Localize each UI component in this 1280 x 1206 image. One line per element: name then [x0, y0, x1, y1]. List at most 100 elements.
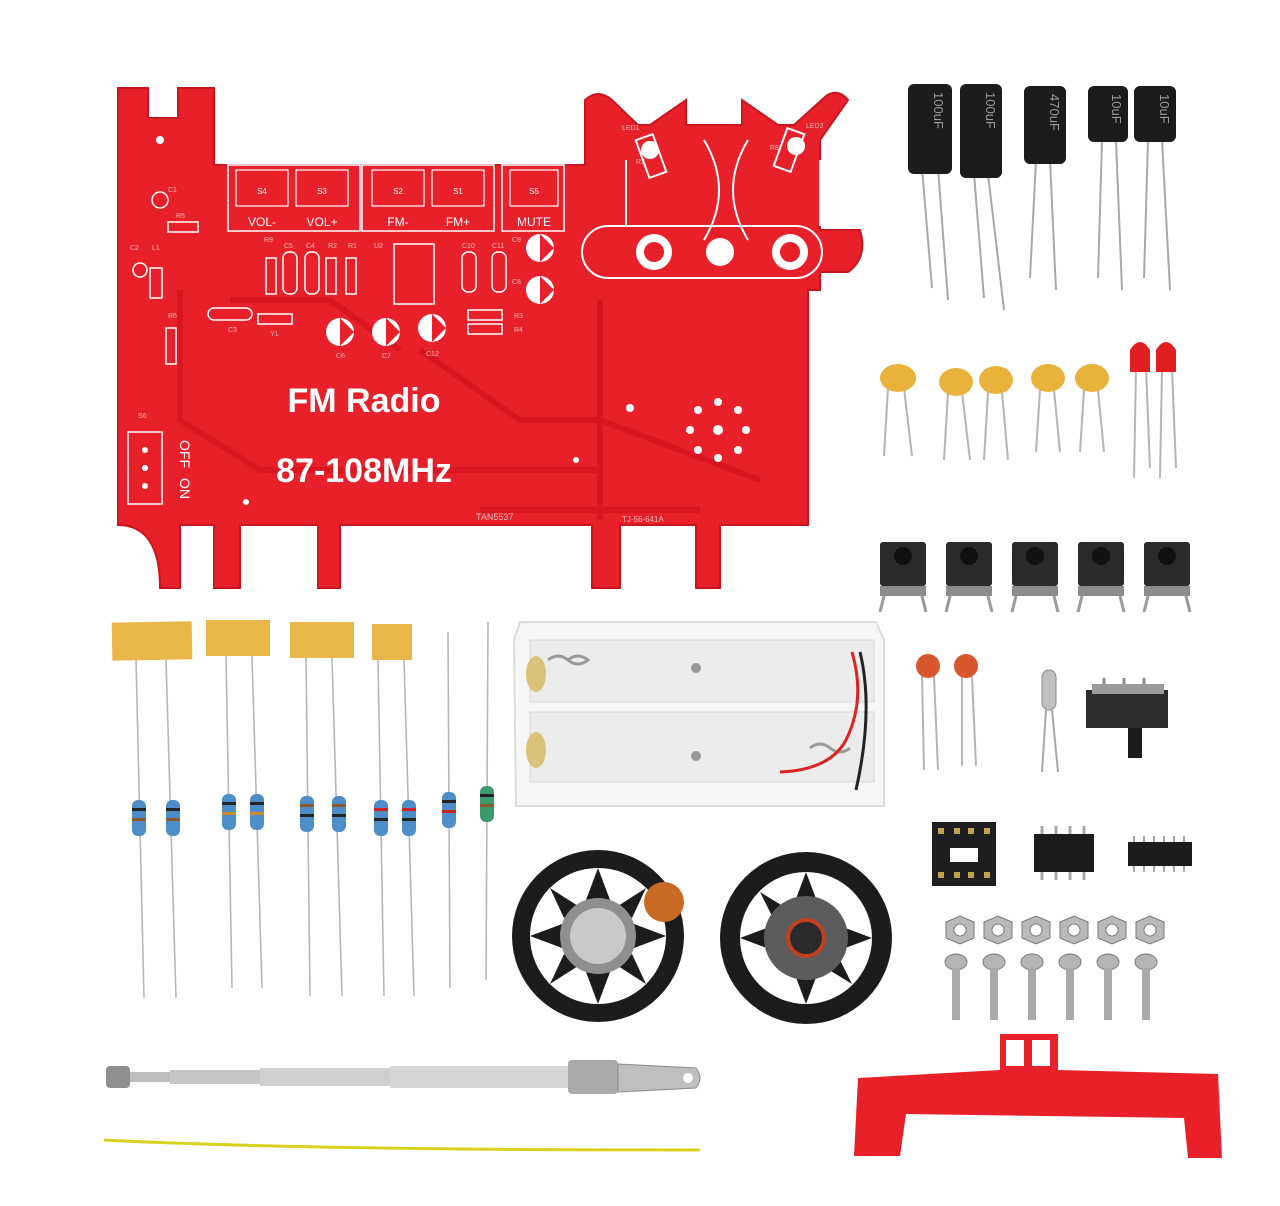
antenna-icon [106, 1060, 701, 1094]
tactile-button-icon [1076, 542, 1126, 613]
ceramic-capacitor-icon [916, 654, 940, 771]
resistor-icon [250, 794, 264, 830]
electrolytic-capacitors: 100uF 100uF 470uF 10uF 10uF [908, 84, 1176, 311]
svg-text:C6: C6 [336, 353, 345, 360]
ceramic-capacitor-icon [979, 366, 1013, 461]
speaker-icon [512, 850, 684, 1022]
power-on-label: ON [177, 478, 193, 499]
resistor-icon [166, 800, 180, 836]
pcb-frequency: 87-108MHz [276, 452, 452, 490]
wire-icon [103, 1138, 701, 1152]
svg-text:R3: R3 [514, 313, 523, 320]
nut-icon [1097, 915, 1127, 945]
svg-text:C2: C2 [130, 245, 139, 252]
resistor-icon [332, 796, 346, 832]
svg-text:10uF: 10uF [1157, 94, 1172, 124]
electrolytic-capacitor-icon: 470uF [1024, 86, 1066, 291]
part-refs: C1 C2 L1 R5 R6 C3 Y1 R9 C5 C4 R2 R1 U2 C… [130, 123, 824, 360]
tactile-button-icon [944, 542, 994, 613]
switch-ref-s1: S1 [453, 187, 463, 196]
ceramic-capacitor-icon [880, 364, 916, 457]
svg-text:R8: R8 [770, 145, 779, 152]
switch-label-fm-plus: FM+ [446, 215, 470, 229]
svg-text:L1: L1 [152, 245, 160, 252]
tactile-buttons [878, 542, 1192, 613]
component-silkscreen [127, 191, 507, 505]
switch-ref-s2: S2 [393, 187, 403, 196]
svg-text:U2: U2 [374, 243, 383, 250]
svg-text:470uF: 470uF [1047, 94, 1062, 131]
svg-text:100uF: 100uF [983, 92, 998, 129]
switch-ref-s4: S4 [257, 187, 267, 196]
ic-chip-icon [1034, 826, 1094, 880]
screw-icon [1096, 953, 1120, 1020]
svg-text:R5: R5 [176, 213, 185, 220]
screw-icon [1134, 953, 1158, 1020]
electrolytic-capacitor-icon: 100uF [960, 84, 1005, 311]
ic-chip-icon [1128, 836, 1192, 872]
switch-label-mute: MUTE [517, 215, 551, 229]
nut-icon [945, 915, 975, 945]
ceramic-capacitor-icon [1031, 364, 1065, 453]
screw-icon [1020, 953, 1044, 1020]
svg-text:100uF: 100uF [931, 92, 946, 129]
resistor-icon [402, 800, 416, 836]
electrolytic-capacitor-icon: 10uF [1134, 86, 1176, 291]
svg-text:10uF: 10uF [1109, 94, 1124, 124]
ceramic-capacitor-icon [1075, 364, 1109, 453]
resistor-icon [442, 792, 456, 828]
electrolytic-capacitor-icon: 100uF [908, 84, 952, 301]
svg-text:R2: R2 [328, 243, 337, 250]
electrolytic-capacitor-icon: 10uF [1088, 86, 1128, 291]
switch-label-vol-plus: VOL+ [306, 215, 337, 229]
resistor-icon [132, 800, 146, 836]
svg-text:R4: R4 [514, 327, 523, 334]
switch-ref-s5: S5 [529, 187, 539, 196]
resistor-icon [480, 786, 494, 822]
switch-ref-s3: S3 [317, 187, 327, 196]
nut-icon [1135, 915, 1165, 945]
led-icon [1156, 342, 1177, 479]
screw-icon [982, 953, 1006, 1020]
antenna-area [581, 126, 823, 279]
resistor-tapes [111, 620, 412, 661]
svg-text:C3: C3 [228, 327, 237, 334]
stand-icon [854, 1034, 1222, 1158]
svg-text:C7: C7 [382, 353, 391, 360]
ceramic-capacitor-icon [939, 368, 973, 461]
svg-text:R6: R6 [168, 313, 177, 320]
svg-text:C5: C5 [284, 243, 293, 250]
led-icon [1130, 342, 1151, 479]
nut-icon [983, 915, 1013, 945]
resistors [111, 620, 494, 999]
svg-text:LED1: LED1 [622, 125, 640, 132]
resistor-icon [374, 800, 388, 836]
tactile-button-icon [1142, 542, 1192, 613]
ceramic-capacitors [880, 364, 1109, 461]
ceramic-capacitor-icon [954, 654, 978, 767]
pcb-board-icon: VOL- VOL+ FM- FM+ MUTE S4 S3 S2 S1 S5 [117, 87, 864, 589]
svg-text:C9: C9 [512, 237, 521, 244]
power-off-label: OFF [177, 440, 193, 468]
disc-capacitors [916, 654, 978, 771]
svg-text:R7: R7 [636, 159, 645, 166]
svg-text:C10: C10 [462, 243, 475, 250]
pcb-chip-ref: TAN5537 [476, 512, 513, 522]
speaker-icon [720, 852, 892, 1024]
leds [1130, 342, 1177, 479]
battery-holder-icon [512, 621, 885, 807]
tactile-button-icon [878, 542, 928, 613]
svg-text:C12: C12 [426, 351, 439, 358]
power-switch-pins [142, 447, 148, 489]
svg-text:R1: R1 [348, 243, 357, 250]
svg-text:LED2: LED2 [806, 123, 824, 130]
resistor-icon [222, 794, 236, 830]
switch-label-vol-minus: VOL- [248, 215, 276, 229]
slide-switch-icon [1086, 678, 1168, 758]
power-switch-ref: S6 [138, 413, 147, 420]
nut-icon [1059, 915, 1089, 945]
nut-icon [1021, 915, 1051, 945]
speaker-hole-pattern [156, 136, 750, 505]
resistor-icon [300, 796, 314, 832]
